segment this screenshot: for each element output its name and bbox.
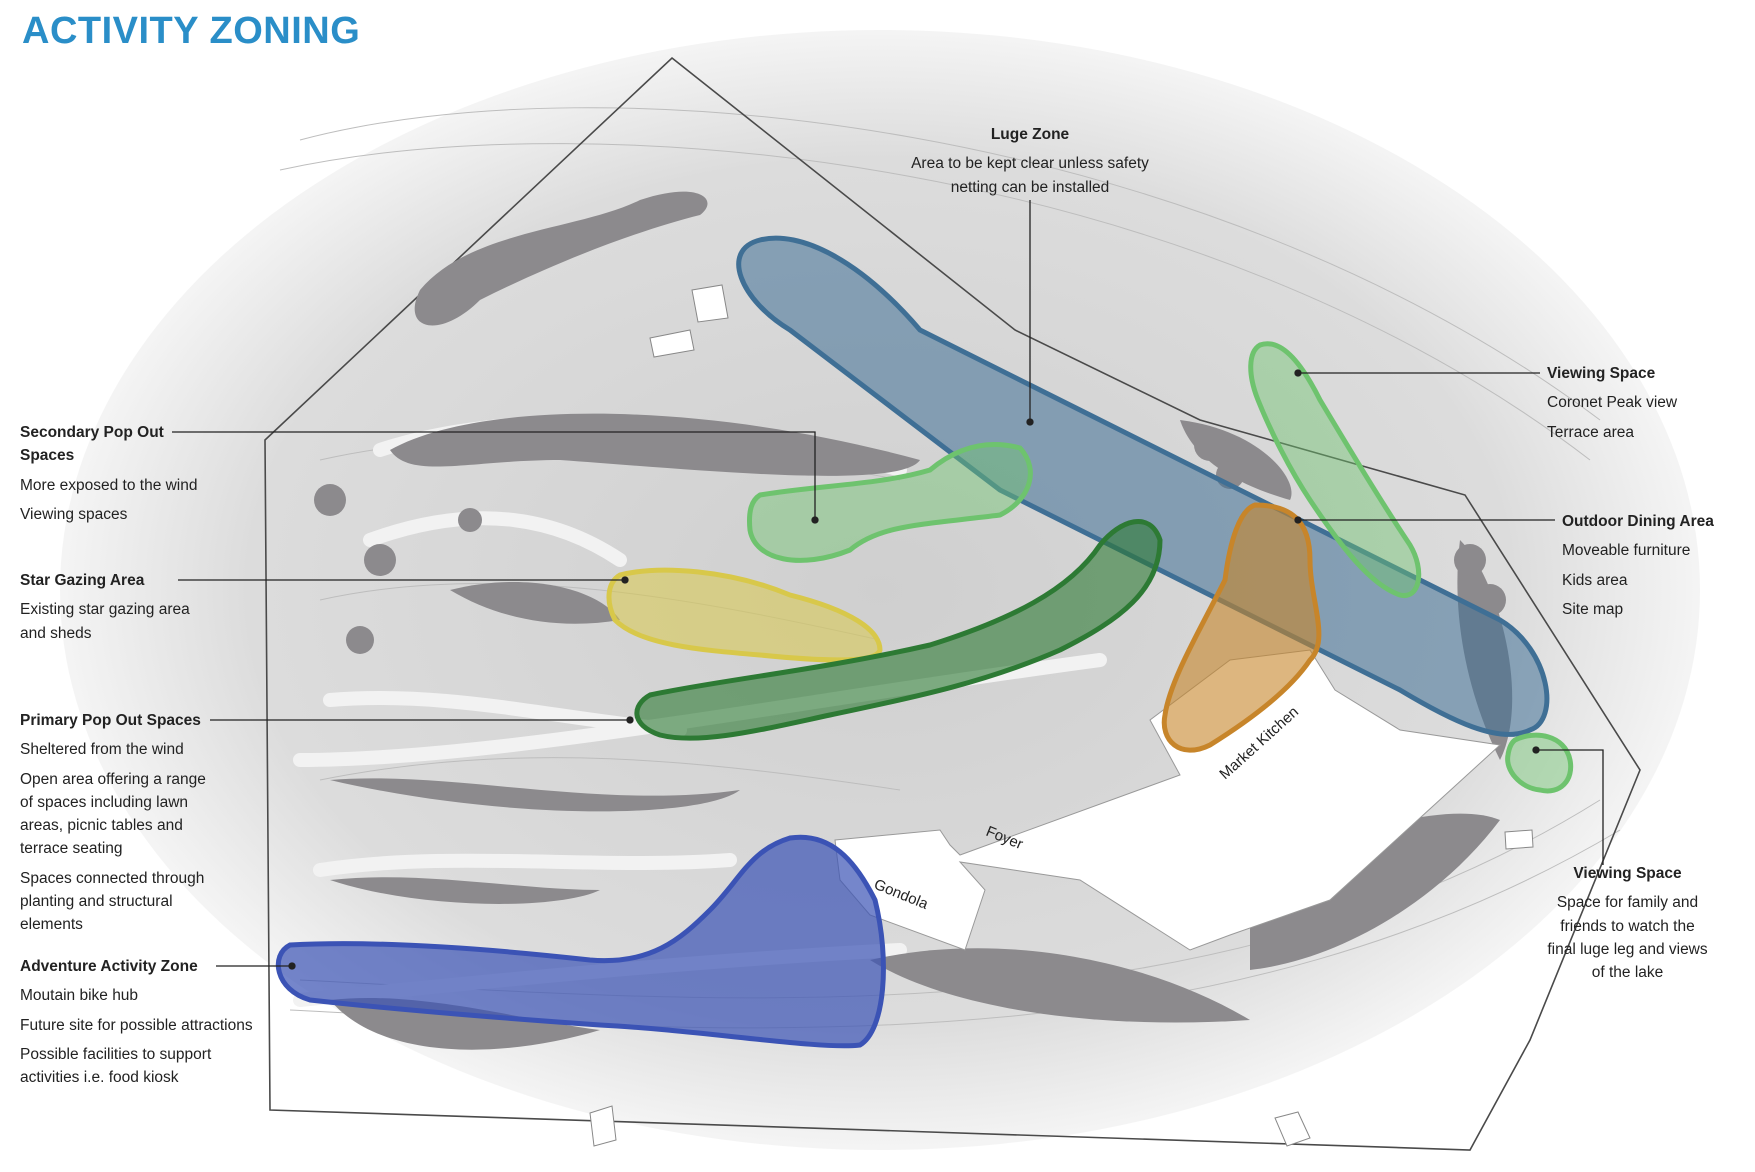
outdoor-dining-zone: [1161, 502, 1322, 753]
secondary-leader-dot: [811, 516, 819, 524]
secondary-leader: [172, 431, 816, 518]
luge-zone-label: Luge Zone Area to be kept clear unless s…: [890, 123, 1170, 199]
leader-lines: [172, 200, 1604, 970]
sheds: [589, 284, 1534, 1147]
page-title: ACTIVITY ZONING: [22, 10, 361, 52]
primary-pop-out-desc-3: of spaces including lawn: [20, 793, 189, 811]
secondary-pop-out-desc-1: More exposed to the wind: [20, 476, 198, 494]
star-gazing-title: Star Gazing Area: [20, 572, 145, 589]
primary-pop-out-zone: [634, 519, 1163, 741]
luge-zone-title: Luge Zone: [990, 126, 1070, 143]
luge-zone-desc-2: netting can be installed: [950, 178, 1110, 196]
viewing-space-bottom-desc-3: final luge leg and views: [1547, 940, 1708, 958]
primary-leader-dot: [626, 716, 634, 724]
primary-pop-out-desc-6: Spaces connected through: [20, 869, 205, 887]
adventure-leader-dot: [288, 962, 296, 970]
outdoor-dining-desc-1: Moveable furniture: [1562, 542, 1691, 560]
secondary-pop-out-title-2: Spaces: [20, 447, 75, 465]
dining-leader-dot: [1294, 516, 1302, 524]
viewing-space-top-title: Viewing Space: [1547, 365, 1656, 382]
viewing-bottom-leader-dot: [1532, 746, 1540, 754]
adventure-activity-zone: [275, 834, 886, 1049]
viewing-space-top-desc-2: Terrace area: [1547, 423, 1635, 441]
outdoor-dining-title: Outdoor Dining Area: [1562, 513, 1714, 530]
adventure-activity-desc-3: Possible facilities to support: [20, 1045, 212, 1063]
primary-pop-out-title: Primary Pop Out Spaces: [20, 712, 201, 729]
site-boundary: [264, 56, 1641, 1151]
adventure-activity-title: Adventure Activity Zone: [20, 958, 198, 975]
primary-pop-out-desc-4: areas, picnic tables and: [20, 817, 183, 834]
secondary-pop-out-label: Secondary Pop Out Spaces More exposed to…: [20, 421, 230, 526]
primary-pop-out-label: Primary Pop Out Spaces Sheltered from th…: [20, 709, 250, 936]
outdoor-dining-label: Outdoor Dining Area Moveable furniture K…: [1562, 510, 1752, 621]
star-gazing-desc-2: and sheds: [20, 624, 92, 642]
secondary-pop-out-title: Secondary Pop Out: [20, 424, 164, 441]
secondary-pop-out-zone: [747, 441, 1033, 563]
adventure-activity-desc-2: Future site for possible attractions: [20, 1016, 253, 1034]
main-building: Market Kitchen Foyer Gondola: [834, 649, 1502, 951]
viewing-space-bottom-label: Viewing Space Space for family and frien…: [1515, 862, 1740, 984]
viewing-space-top-zone: [1248, 341, 1422, 598]
luge-zone-desc-1: Area to be kept clear unless safety: [911, 155, 1149, 173]
luge-zone: [736, 235, 1550, 737]
viewing-space-bottom-desc-2: friends to watch the: [1560, 917, 1695, 935]
viewing-space-bottom-desc-4: of the lake: [1591, 964, 1664, 981]
primary-pop-out-desc-8: elements: [20, 916, 83, 933]
outdoor-dining-desc-2: Kids area: [1562, 571, 1628, 589]
outdoor-dining-desc-3: Site map: [1562, 600, 1624, 618]
viewing-space-top-label: Viewing Space Coronet Peak view Terrace …: [1547, 362, 1747, 444]
primary-pop-out-desc-5: terrace seating: [20, 840, 123, 858]
viewing-top-leader-dot: [1294, 369, 1302, 377]
viewing-space-top-desc-1: Coronet Peak view: [1547, 394, 1678, 412]
adventure-activity-desc-4: activities i.e. food kiosk: [20, 1069, 179, 1086]
luge-leader-dot: [1026, 418, 1034, 426]
secondary-pop-out-desc-2: Viewing spaces: [20, 505, 128, 523]
star-gazing-desc-1: Existing star gazing area: [20, 601, 190, 619]
viewing-space-bottom-zone: [1505, 732, 1574, 794]
viewing-bottom-leader: [1538, 749, 1604, 865]
adventure-activity-label: Adventure Activity Zone Moutain bike hub…: [20, 955, 290, 1089]
star-gazing-label: Star Gazing Area Existing star gazing ar…: [20, 569, 250, 645]
viewing-space-bottom-desc-1: Space for family and: [1556, 894, 1699, 912]
viewing-space-bottom-title: Viewing Space: [1573, 865, 1682, 882]
primary-pop-out-desc-7: planting and structural: [20, 892, 173, 910]
adventure-activity-desc-1: Moutain bike hub: [20, 987, 139, 1005]
primary-pop-out-desc-2: Open area offering a range: [20, 770, 206, 788]
primary-pop-out-desc-1: Sheltered from the wind: [20, 741, 184, 759]
star-leader-dot: [621, 576, 629, 584]
